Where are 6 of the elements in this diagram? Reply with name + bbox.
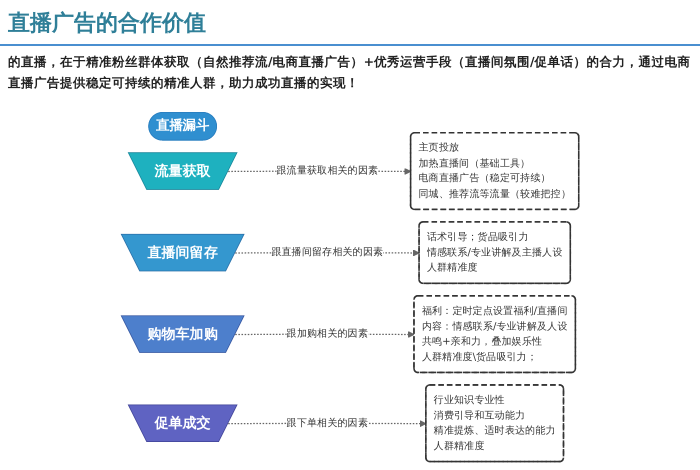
edge-label: 跟直播间留存相关的因素 (271, 246, 384, 258)
edge-label: 跟流量获取相关的因素 (276, 165, 378, 177)
intro-text: 的直播，在于精准粉丝群体获取（自然推荐流/电商直播广告）+优秀运营手段（直播间氛围/促单话）的合力，通过电商直播广告提供稳定可持续的精准人群，助力成功直播的实现！ (8, 53, 692, 92)
edge-label: 跟加购相关的因素 (286, 328, 368, 340)
edge-label: 跟下单相关的因素 (286, 417, 368, 429)
title: 直播广告的合作价值 (8, 10, 206, 38)
